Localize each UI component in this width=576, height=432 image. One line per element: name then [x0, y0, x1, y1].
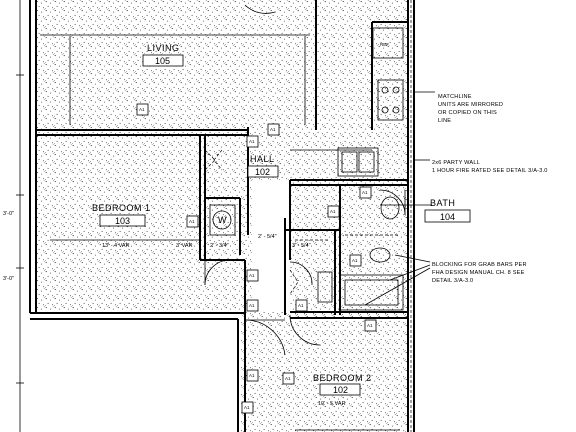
svg-text:DETAIL 3/A-3.0: DETAIL 3/A-3.0 [432, 278, 473, 284]
dim-hall-1: 3' VAR [176, 243, 193, 249]
note-party-wall: 2x6 PARTY WALL 1 HOUR FIRE RATED SEE DET… [432, 160, 548, 174]
wall-tag: A1 [359, 186, 372, 199]
svg-text:FHA DESIGN MANUAL CH. 8 SEE: FHA DESIGN MANUAL CH. 8 SEE [432, 270, 525, 276]
room-number: 102 [333, 385, 348, 395]
svg-text:UNITS ARE MIRRORED: UNITS ARE MIRRORED [438, 102, 503, 108]
room-bath: BATH 104 [424, 198, 471, 223]
room-number: 102 [255, 167, 270, 177]
note-blocking: BLOCKING FOR GRAB BARS PER FHA DESIGN MA… [432, 262, 527, 284]
wall-tag: A1 [186, 215, 199, 228]
room-number: 103 [115, 216, 130, 226]
wall-tag: A1 [246, 299, 259, 312]
dim-closet-2: 2' - 5/4" [258, 234, 277, 240]
room-number: 104 [440, 212, 455, 222]
room-name: BEDROOM 1 [92, 203, 151, 213]
wall-tag: A1 [282, 372, 295, 385]
svg-text:MATCHLINE: MATCHLINE [438, 94, 472, 100]
bath-fixtures [209, 196, 404, 311]
room-size: 13' - 4 VAR [102, 243, 130, 249]
dim-hall-2: 2' - 3/4" [210, 243, 229, 249]
svg-text:A1: A1 [244, 405, 250, 410]
svg-text:A1: A1 [330, 209, 336, 214]
svg-text:LINE: LINE [438, 118, 451, 124]
wall-tag: A1 [136, 103, 149, 116]
note-matchline: MATCHLINE UNITS ARE MIRRORED OR COPIED O… [438, 94, 503, 124]
outer-walls [29, 0, 415, 432]
wall-tag: A1 [267, 123, 280, 136]
room-name: HALL [250, 154, 275, 164]
svg-text:BLOCKING FOR GRAB BARS PER: BLOCKING FOR GRAB BARS PER [432, 262, 527, 268]
room-bedroom-2: BEDROOM 2 102 10' - 5 VAR [313, 373, 372, 407]
wall-tag: A1 [246, 135, 259, 148]
dim-closet-1: 3' - 5/4" [292, 243, 311, 249]
wall-tag: A1 [327, 205, 340, 218]
wall-tag: A1 [246, 369, 259, 382]
svg-text:OR COPIED ON THIS: OR COPIED ON THIS [438, 110, 497, 116]
room-name: BATH [430, 198, 455, 208]
wall-tags: A1 A1 A1 A1 A1 A1 A1 A1 A1 A1 A1 A1 A1 A… [136, 103, 377, 414]
svg-text:A1: A1 [249, 139, 255, 144]
wall-tag: A1 [246, 269, 259, 282]
wall-tag: A1 [241, 401, 254, 414]
doors [204, 4, 406, 356]
svg-text:A1: A1 [352, 258, 358, 263]
svg-text:A1: A1 [285, 376, 291, 381]
room-size: 10' - 5 VAR [318, 401, 346, 407]
svg-text:A1: A1 [139, 107, 145, 112]
svg-text:A1: A1 [249, 303, 255, 308]
room-hall: HALL 102 [247, 154, 279, 178]
dim-left-1: 3'-0" [3, 211, 14, 217]
room-bedroom-1: BEDROOM 1 103 13' - 4 VAR [92, 203, 151, 249]
svg-text:A1: A1 [270, 127, 276, 132]
wall-tag: A1 [349, 254, 362, 267]
svg-text:A1: A1 [298, 303, 304, 308]
room-name: LIVING [147, 43, 180, 53]
svg-text:A1: A1 [189, 219, 195, 224]
svg-text:1 HOUR FIRE RATED SEE DETAIL 3: 1 HOUR FIRE RATED SEE DETAIL 3/A-3.0 [432, 168, 548, 174]
svg-text:A1: A1 [367, 323, 373, 328]
wall-tag: A1 [364, 319, 377, 332]
svg-text:A1: A1 [249, 273, 255, 278]
room-living: LIVING 105 [142, 43, 184, 67]
refrigerator-label: REF. [380, 42, 390, 47]
washer-label: W [218, 215, 227, 225]
wall-tag: A1 [295, 299, 308, 312]
room-number: 105 [155, 56, 170, 66]
dim-left-2: 3'-0" [3, 276, 14, 282]
room-name: BEDROOM 2 [313, 373, 372, 383]
dimension-lines [16, 0, 435, 432]
svg-text:A1: A1 [362, 190, 368, 195]
svg-text:2x6 PARTY WALL: 2x6 PARTY WALL [432, 160, 480, 166]
kitchen-fixtures [290, 27, 404, 177]
svg-text:A1: A1 [249, 373, 255, 378]
